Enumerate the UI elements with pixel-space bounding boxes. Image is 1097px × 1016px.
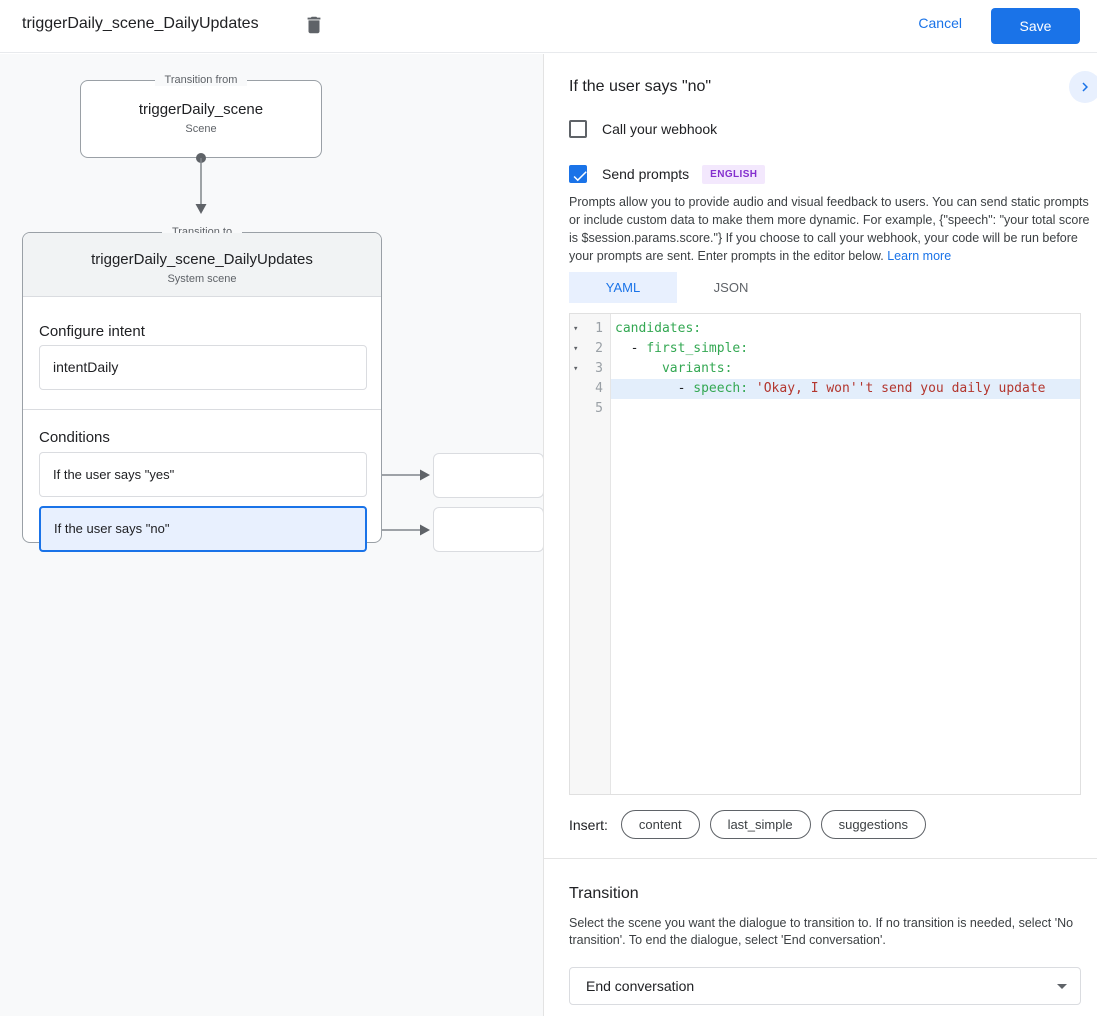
fold-arrow-icon[interactable]: ▾: [573, 324, 579, 334]
from-scene-type: Scene: [185, 123, 217, 135]
line-number: 1: [595, 321, 603, 336]
to-scene-type: System scene: [167, 273, 237, 285]
line-number: 3: [595, 361, 603, 376]
prompts-checkbox-checked[interactable]: [569, 165, 587, 183]
yaml-code-editor[interactable]: ▾ 1 ▾ 2 ▾ 3 4 5 candidates: - first_simple:…: [569, 313, 1081, 795]
code-line: - first_simple:: [615, 341, 749, 356]
editor-gutter: ▾ 1 ▾ 2 ▾ 3 4 5: [570, 314, 611, 794]
transition-dropdown-value: End conversation: [586, 978, 695, 994]
insert-suggestions-button[interactable]: suggestions: [820, 810, 926, 839]
editor-code-area[interactable]: candidates: - first_simple: variants: - …: [611, 314, 1080, 794]
code-line: candidates:: [615, 321, 702, 336]
tab-json[interactable]: JSON: [713, 280, 749, 295]
trash-icon: [303, 16, 325, 40]
webhook-checkbox-unchecked[interactable]: [569, 120, 587, 138]
transition-dropdown[interactable]: End conversation: [569, 967, 1081, 1005]
condition-item-no-selected[interactable]: If the user says "no": [39, 506, 367, 552]
from-scene-name: triggerDaily_scene: [138, 101, 264, 118]
insert-last-simple-button[interactable]: last_simple: [709, 810, 811, 839]
panel-title: If the user says "no": [569, 78, 712, 95]
intent-field[interactable]: intentDaily: [39, 345, 367, 390]
chevron-right-icon: [1082, 82, 1088, 92]
learn-more-link[interactable]: Learn more: [887, 249, 952, 263]
send-prompts-row[interactable]: Send prompts ENGLISH: [569, 164, 766, 184]
fold-arrow-icon[interactable]: ▾: [573, 344, 579, 354]
conditions-label: Conditions: [39, 429, 110, 446]
call-webhook-row[interactable]: Call your webhook: [569, 119, 717, 139]
prompts-label: Send prompts: [602, 166, 690, 182]
checkmark-icon: [573, 171, 587, 182]
save-button[interactable]: Save: [991, 8, 1080, 44]
insert-toolbar: Insert: content last_simple suggestions: [569, 810, 936, 839]
code-line: [611, 399, 1080, 419]
delete-scene-button[interactable]: [303, 14, 327, 38]
condition-detail-panel: If the user says "no" Call your webhook …: [543, 54, 1097, 1016]
top-bar: triggerDaily_scene_DailyUpdates Cancel S…: [0, 0, 1097, 53]
transition-target-node[interactable]: [433, 507, 544, 552]
cancel-button[interactable]: Cancel: [918, 15, 962, 31]
code-line: variants:: [661, 361, 733, 376]
to-scene-name: triggerDaily_scene_DailyUpdates: [91, 251, 313, 268]
transition-target-node[interactable]: [433, 453, 544, 498]
transition-from-legend: Transition from: [81, 74, 321, 86]
transition-to-node: Transition to triggerDaily_scene_DailyUp…: [22, 226, 382, 552]
line-number: 5: [595, 401, 603, 416]
code-line-highlighted: - speech: 'Okay, I won''t send you daily…: [611, 379, 1080, 399]
scene-diagram-canvas: Transition from triggerDaily_scene Scene…: [0, 54, 544, 1016]
insert-label: Insert:: [569, 816, 608, 833]
divider: [544, 858, 1097, 859]
line-number: 4: [595, 381, 603, 396]
language-badge: ENGLISH: [702, 164, 766, 184]
transition-from-node[interactable]: Transition from triggerDaily_scene Scene: [80, 74, 322, 158]
condition-item-yes[interactable]: If the user says "yes": [39, 452, 367, 497]
configure-intent-label: Configure intent: [39, 323, 145, 340]
webhook-label: Call your webhook: [602, 121, 718, 137]
fold-arrow-icon[interactable]: ▾: [573, 364, 579, 374]
line-number: 2: [595, 341, 603, 356]
insert-content-button[interactable]: content: [620, 810, 700, 839]
collapse-panel-button[interactable]: [1069, 71, 1097, 103]
transition-section-title: Transition: [569, 885, 639, 902]
transition-description: Select the scene you want the dialogue t…: [569, 916, 1074, 947]
prompts-description: Prompts allow you to provide audio and v…: [569, 195, 1090, 263]
page-title: triggerDaily_scene_DailyUpdates: [22, 15, 259, 32]
tab-yaml-active[interactable]: YAML: [569, 272, 677, 303]
dropdown-caret-icon: [1057, 984, 1067, 989]
to-scene-header[interactable]: triggerDaily_scene_DailyUpdates System s…: [23, 233, 381, 297]
divider: [23, 409, 381, 410]
